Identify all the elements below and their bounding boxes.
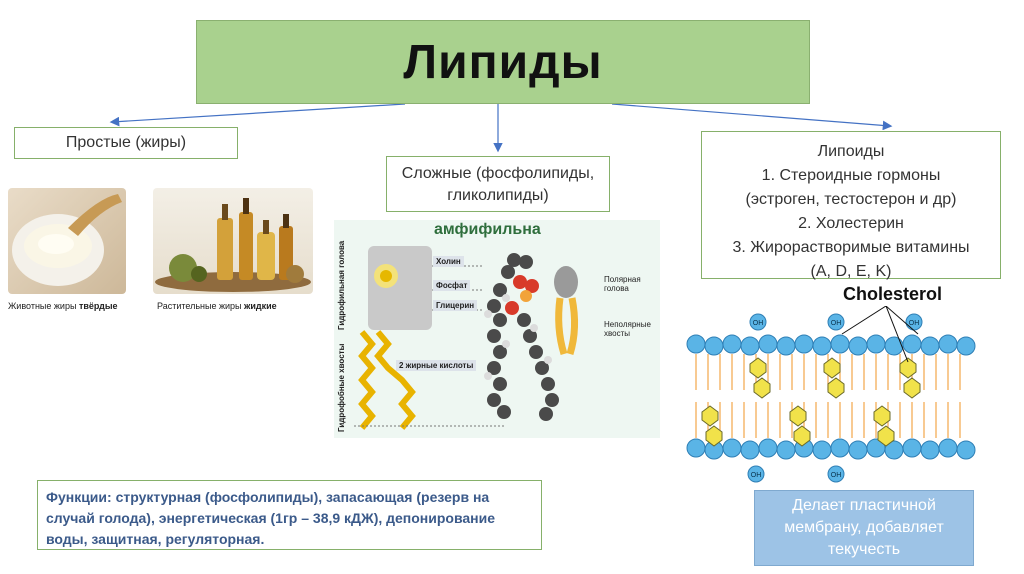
title-banner: Липиды [196,20,810,104]
phosphate-text: Фосфат [433,280,471,291]
label-fatty-acids: 2 жирные кислоты [396,360,477,371]
label-polar-head: Полярная голова [604,275,641,293]
label-hydrophobic-tails: Гидрофобные хвосты [337,343,346,432]
animal-fat-caption: Животные жиры твёрдые [8,301,118,311]
butter-bowl-icon [12,194,122,286]
glycerol-text: Глицерин [433,300,478,311]
simple-lipids-box: Простые (жиры) [14,127,238,159]
lipoids-item: (A, D, E, K) [810,263,892,280]
oh-label: OH [751,472,762,479]
lipoids-item: 3. Жирорастворимые витамины [732,239,970,256]
cholesterol-label: Cholesterol [843,284,943,304]
animal-fat-caption-text: Животные жиры [8,301,77,311]
functions-box: Функции: структурная (фосфолипиды), запа… [37,480,542,550]
oh-label: OH [831,320,842,327]
oh-label: OH [909,320,920,327]
animal-fat-caption-bold: твёрдые [78,301,118,311]
amphiphilic-heading: амфифильна [434,221,541,238]
functions-text: Функции: структурная (фосфолипиды), запа… [46,489,496,547]
lipoids-heading: Липоиды [817,143,885,160]
plant-oil-caption-text: Растительные жиры [157,301,242,311]
arrow-to-simple [109,103,406,127]
animal-fat-image [8,188,126,294]
plant-oil-caption: Растительные жиры жидкие [157,301,277,311]
lipoids-item: 2. Холестерин [798,215,904,232]
phospholipid-diagram [334,220,660,438]
label-nonpolar-tails: Неполярные хвосты [604,320,651,338]
simple-lipids-label: Простые (жиры) [65,134,187,151]
lipoids-item: 1. Стероидные гормоны [761,167,941,184]
lipoids-box: Липоиды 1. Стероидные гормоны (эстроген,… [701,131,1001,280]
label-phosphate: Фосфат [433,280,471,291]
arrow-to-lipoids [611,103,893,131]
label-choline: Холин [433,256,464,267]
complex-lipids-box: Сложные (фосфолипиды, гликолипиды) [386,156,610,212]
cholesterol-membrane-image: OH OH OH OH OH [686,306,976,483]
complex-lipids-line1: Сложные (фосфолипиды, [401,165,595,182]
oh-label: OH [753,320,764,327]
label-glycerol: Глицерин [433,300,478,311]
label-hydrophilic-head: Гидрофильная голова [337,240,346,330]
fatty-acids-text: 2 жирные кислоты [396,360,477,371]
choline-text: Холин [433,256,464,267]
oil-bottles-icon [155,198,311,292]
plant-oil-image [153,188,313,294]
plant-oil-caption-bold: жидкие [244,301,277,311]
lipoids-item: (эстроген, тестостерон и др) [745,191,957,208]
oh-label: OH [831,472,842,479]
complex-lipids-line2: гликолипиды) [447,187,549,204]
membrane-note-text: Делает пластичной мембрану, добавляет те… [784,497,944,558]
page-title: Липиды [403,35,603,89]
membrane-note-box: Делает пластичной мембрану, добавляет те… [754,490,974,566]
